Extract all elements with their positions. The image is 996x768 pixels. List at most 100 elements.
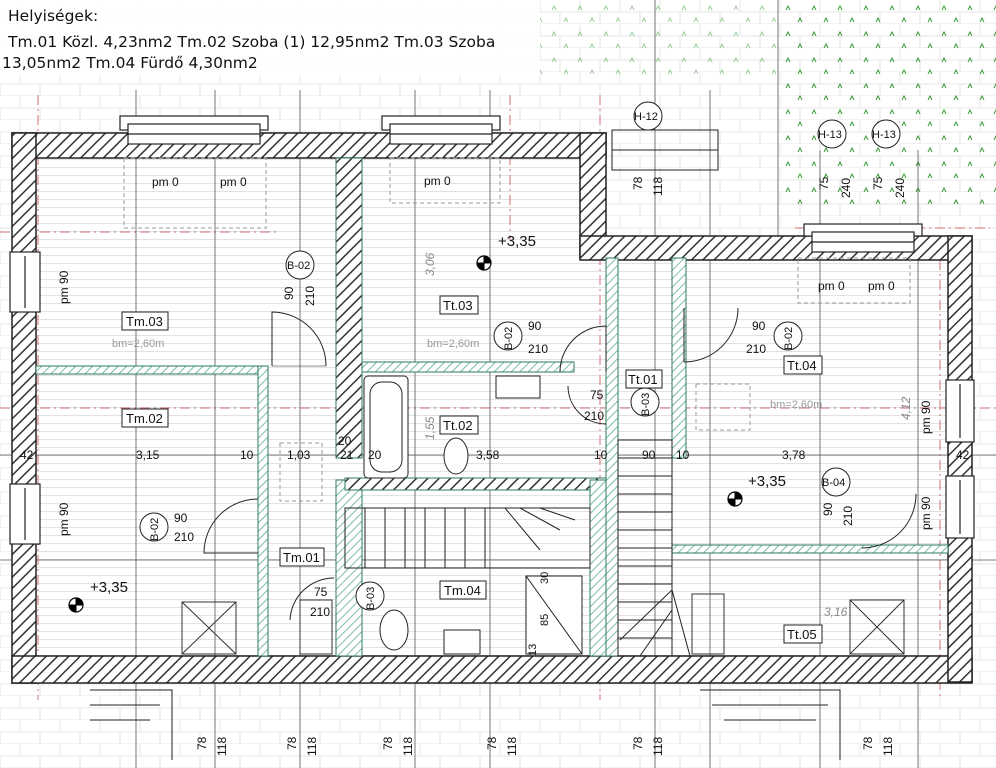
dim-bottom-118-3: 118 (401, 737, 415, 756)
door-tag-circles (139, 101, 901, 611)
dim-20-2: 20 (368, 448, 382, 462)
door-dim-h-6: 210 (310, 605, 330, 619)
dim-bottom-118-5: 118 (651, 737, 665, 756)
legend-line-2: 13,05nm2 Tm.04 Fürdő 4,30nm2 (2, 54, 258, 72)
room-tt03-height: bm=2,60m (427, 338, 479, 350)
door-dim-w-3: 90 (752, 319, 766, 333)
sill-pm90-3: pm 90 (919, 400, 933, 434)
level-tt03: +3,35 (498, 233, 536, 250)
window-tag-h13-1: H-13 (818, 129, 842, 141)
door-tag-b04: B-04 (822, 477, 845, 489)
door-dim-h-1: 210 (303, 286, 317, 306)
radiators (181, 593, 905, 655)
floor-lines-right (606, 258, 950, 656)
dim-13: 13 (527, 644, 539, 656)
room-tm02-label: Tm.02 (126, 411, 163, 426)
dim-85: 85 (539, 614, 551, 626)
room-tt02-label: Tt.02 (443, 418, 473, 433)
dim-10-2: 10 (594, 448, 608, 462)
door-dim-h-4: 210 (584, 409, 604, 423)
door-tag-b02-3: B-02 (783, 327, 795, 350)
room-tt04-height: bm=2,60m (770, 399, 822, 411)
dim-3-06: 3,06 (423, 252, 437, 276)
dim-21: 21 (340, 448, 354, 462)
room-tt01-label: Tt.01 (628, 372, 658, 387)
sill-outlines (123, 157, 911, 502)
floor-lines-left (36, 158, 606, 656)
room-tm03-label: Tm.03 (126, 314, 163, 329)
door-tag-b02-4: B-02 (149, 518, 161, 541)
legend-line-1: Tm.01 Közl. 4,23nm2 Tm.02 Szoba (1) 12,9… (8, 33, 496, 51)
door-dim-w-5: 90 (174, 511, 188, 525)
door-dim-h-2: 210 (528, 342, 548, 356)
dim-30: 30 (539, 572, 551, 584)
dim-3-16: 3,16 (824, 605, 848, 619)
legend-title: Helyiségek: (8, 7, 99, 25)
room-tm04-label: Tm.04 (444, 583, 481, 598)
door-dim-w-2: 90 (528, 319, 542, 333)
window-tag-h13-2: H-13 (872, 129, 896, 141)
dim-3-58: 3,58 (476, 448, 500, 462)
dim-10-3: 10 (676, 448, 690, 462)
sill-pm0-5: pm 0 (868, 279, 895, 293)
dim-1-03: 1,03 (287, 448, 311, 462)
dim-3-15: 3,15 (136, 448, 160, 462)
room-tt05-label: Tt.05 (787, 627, 817, 642)
dim-bottom-78-6: 78 (861, 736, 875, 750)
dim-bottom-78-2: 78 (285, 736, 299, 750)
door-tag-b03-1: B-03 (640, 393, 652, 416)
room-tt04-label: Tt.04 (787, 358, 817, 373)
dim-top-240-1: 240 (839, 178, 853, 198)
door-dim-h-7: 210 (841, 506, 855, 526)
dim-bottom-118-1: 118 (215, 737, 229, 756)
door-dim-h-5: 210 (174, 530, 194, 544)
sill-pm90-2: pm 90 (57, 502, 71, 536)
dim-top-78: 78 (631, 176, 645, 190)
garden-area (780, 0, 996, 210)
dim-bottom-78-5: 78 (631, 736, 645, 750)
door-tag-b03-2: B-03 (365, 587, 377, 610)
door-tag-b02-1: B-02 (287, 260, 310, 272)
door-dim-w-7: 90 (821, 502, 835, 516)
window-tag-h12: H-12 (634, 111, 658, 123)
dim-top-75-1: 75 (817, 176, 831, 190)
door-dim-w-4: 75 (590, 388, 604, 402)
dim-1-55: 1,55 (423, 416, 437, 440)
sill-pm0-3: pm 0 (424, 174, 451, 188)
sill-pm0-2: pm 0 (220, 175, 247, 189)
room-label-boxes (121, 295, 823, 644)
dim-90: 90 (642, 448, 656, 462)
dim-10-1: 10 (240, 448, 254, 462)
door-dim-w-6: 75 (314, 585, 328, 599)
sill-pm0-1: pm 0 (152, 175, 179, 189)
staircase (344, 129, 719, 657)
dim-top-240-2: 240 (893, 178, 907, 198)
dim-bottom-78-4: 78 (485, 736, 499, 750)
windows (9, 115, 975, 545)
dim-bottom-118-6: 118 (881, 737, 895, 756)
dim-4-12: 4,12 (899, 396, 913, 420)
interior-partitions (35, 157, 949, 657)
sill-pm90-4: pm 90 (919, 496, 933, 530)
dim-42-left: 42 (20, 448, 34, 462)
dim-bottom-118-2: 118 (305, 737, 319, 756)
door-tag-b02-2: B-02 (503, 327, 515, 350)
room-tt03-label: Tt.03 (443, 298, 473, 313)
level-tt04: +3,35 (748, 473, 786, 490)
dim-bottom-78-1: 78 (195, 736, 209, 750)
sill-pm0-4: pm 0 (818, 279, 845, 293)
sill-pm90-1: pm 90 (57, 270, 71, 304)
level-tm02: +3,35 (90, 579, 128, 596)
exterior-walls (11, 132, 973, 684)
door-dim-w-1: 90 (282, 286, 296, 300)
room-tm03-height: bm=2,60m (112, 338, 164, 350)
dim-3-78: 3,78 (782, 448, 806, 462)
room-tm01-label: Tm.01 (283, 550, 320, 565)
level-markers (68, 255, 743, 613)
garden-area-top (540, 0, 780, 80)
legend-background (0, 0, 540, 76)
door-swings (203, 307, 917, 621)
dim-42-right: 42 (956, 448, 970, 462)
dim-20-1: 20 (338, 434, 352, 448)
